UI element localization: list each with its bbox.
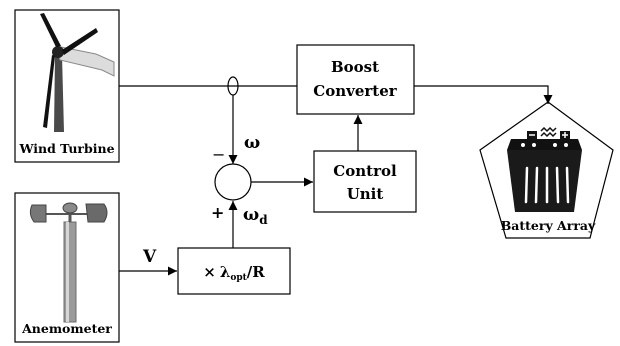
wind-turbine-icon [40,13,115,132]
summing-junction [214,163,252,201]
control-unit-label-line1: Control [333,162,397,180]
boost-converter-frame [296,44,415,115]
battery-array-block: Battery Array [479,101,614,239]
minus-sign: − [212,145,225,164]
gain-block-label: ×λopt/R [203,263,265,283]
control-unit-block: Control Unit [313,150,417,213]
boost-converter-block: Boost Converter [296,44,415,115]
boost-converter-label-line2: Converter [313,82,397,100]
omega-d-label: ωd [243,205,268,227]
anemometer-label: Anemometer [21,321,112,336]
plus-sign: + [211,203,224,222]
power-line-converter-to-battery [414,85,553,104]
control-unit-label-line2: Unit [347,185,384,203]
battery-array-label: Battery Array [501,218,596,233]
gain-block: ×λopt/R [177,247,291,295]
control-unit-frame [313,150,417,213]
wind-turbine-label: Wind Turbine [18,141,114,156]
boost-converter-label-line1: Boost [331,58,379,76]
anemometer-block: Anemometer [14,192,120,343]
wind-turbine-block: Wind Turbine [14,9,120,163]
wind-speed-label: V [142,247,157,267]
omega-label: ω [244,133,260,153]
gain-block-frame [177,247,291,295]
wind-turbine-frame [14,9,120,163]
anemometer-icon [29,202,108,323]
battery-icon [507,126,582,212]
